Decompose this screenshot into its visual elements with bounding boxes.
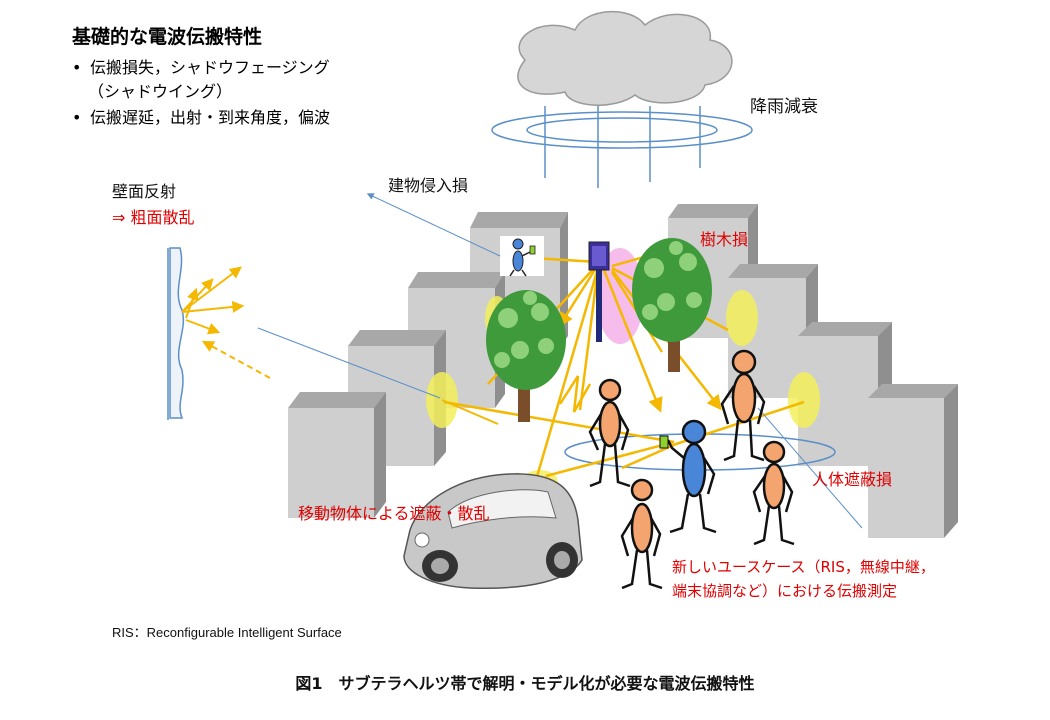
rain-cloud bbox=[517, 11, 733, 106]
person-3 bbox=[752, 440, 795, 546]
label-tree-loss: 樹木損 bbox=[700, 230, 749, 249]
tree-right bbox=[632, 238, 712, 372]
figure-caption: 図1 サブテラヘルツ帯で解明・モデル化が必要な電波伝搬特性 bbox=[295, 674, 755, 693]
label-rain-attenuation: 降雨減衰 bbox=[750, 97, 818, 117]
bullet-2: •伝搬遅延，出射・到来角度，偏波 bbox=[72, 108, 331, 127]
label-wall-reflection: 壁面反射 bbox=[112, 182, 177, 201]
label-human-body-shadowing: 人体遮蔽損 bbox=[812, 470, 893, 489]
person-4 bbox=[620, 478, 663, 590]
bullet-1-continued: （シャドウイング） bbox=[88, 82, 233, 101]
bullet-1: •伝搬損失，シャドウフェージング bbox=[72, 58, 330, 77]
person-1 bbox=[588, 378, 631, 488]
footnote-ris: RIS：Reconfigurable Intelligent Surface bbox=[112, 625, 342, 640]
heading-title: 基礎的な電波伝搬特性 bbox=[72, 26, 263, 48]
label-rough-scattering: ⇒ 粗面散乱 bbox=[112, 208, 195, 227]
rain-lines bbox=[491, 106, 753, 188]
annotation-arrows bbox=[257, 193, 863, 529]
person-2 bbox=[720, 349, 766, 462]
label-moving-object: 移動物体による遮蔽・散乱 bbox=[298, 504, 490, 523]
rough-wall bbox=[167, 247, 185, 420]
label-use-case-line-2: 端末協調など）における伝搬測定 bbox=[672, 582, 898, 600]
base-station bbox=[588, 241, 610, 342]
pedestrians bbox=[588, 349, 795, 590]
tree-left bbox=[486, 290, 566, 422]
indoor-user bbox=[500, 236, 544, 277]
label-use-case-line-1: 新しいユースケース（RIS，無線中継， bbox=[672, 558, 935, 576]
car bbox=[403, 473, 583, 590]
label-building-entry-loss: 建物侵入損 bbox=[388, 176, 469, 195]
user-with-terminal bbox=[659, 419, 717, 534]
